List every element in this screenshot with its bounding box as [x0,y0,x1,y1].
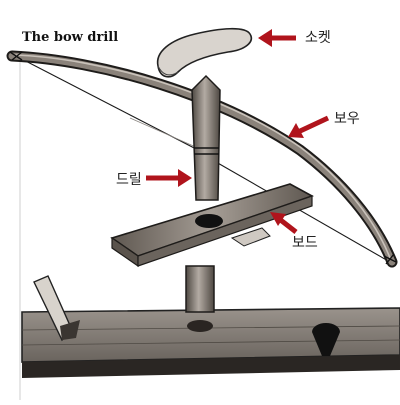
bow-string-lower [215,161,391,263]
arrow-board [270,212,298,234]
label-board: 보드 [292,235,318,251]
diagram-title: The bow drill [22,30,119,45]
arrow-socket [258,29,296,47]
ground-log [21,307,400,378]
bow-string-shadow [129,117,199,149]
drill-lower [185,265,215,332]
fireboard [110,183,314,268]
label-socket: 소켓 [305,30,331,46]
drill-spindle [191,74,221,201]
arrow-drill [146,169,192,187]
socket [156,27,252,78]
label-bow: 보우 [334,111,360,127]
bow [6,50,398,268]
label-drill: 드릴 [116,172,142,188]
arrow-bow [288,115,330,138]
stake-tip [60,320,80,340]
